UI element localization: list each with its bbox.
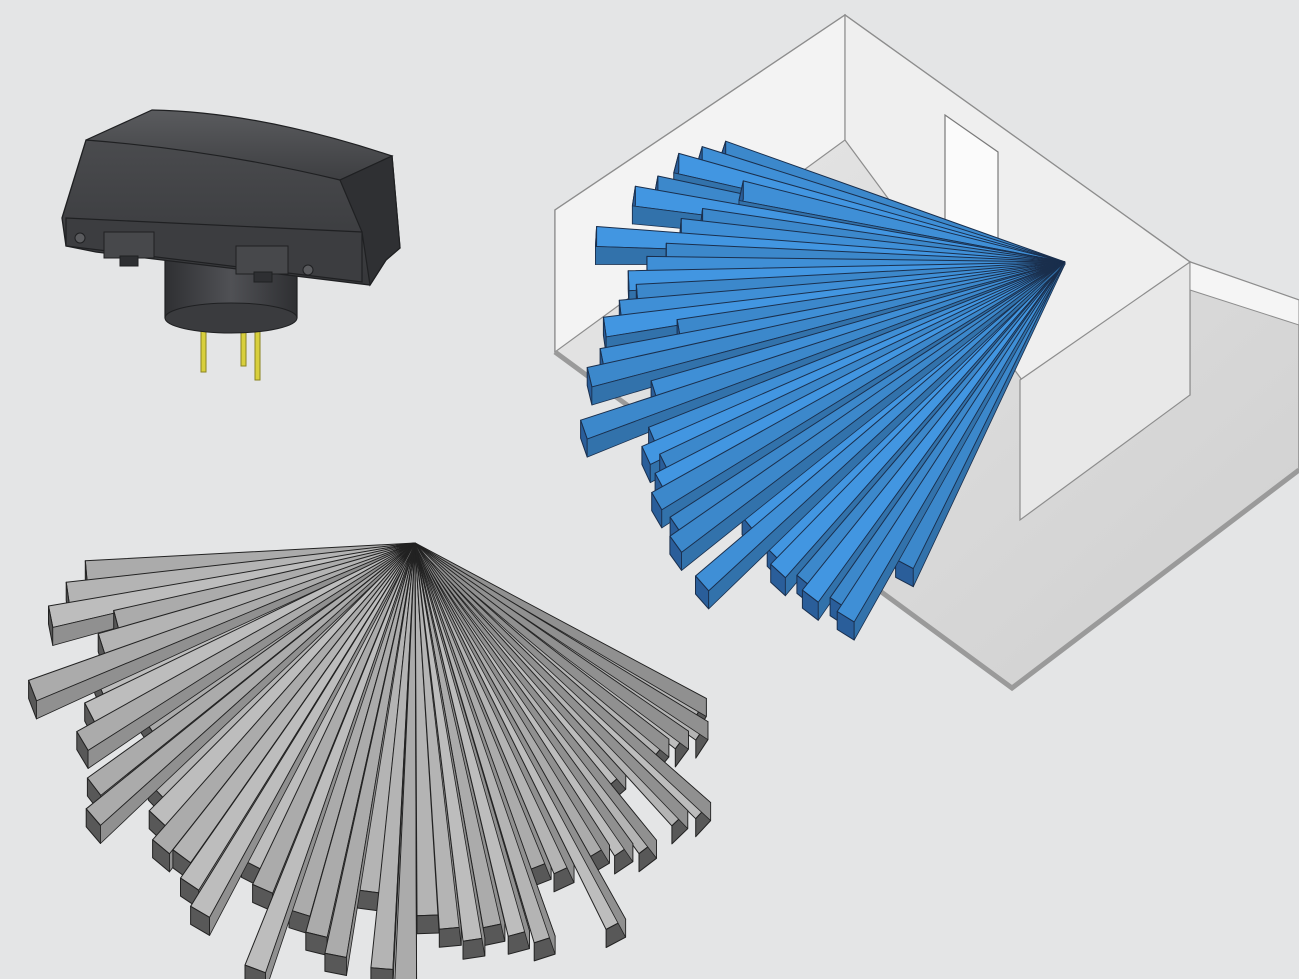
pir-motion-sensor-icon	[61, 109, 401, 381]
gray-beam-cap	[324, 952, 347, 976]
gray-beam-cap	[416, 914, 440, 935]
gray-beam-cap	[356, 889, 380, 912]
blue-beam-side	[853, 261, 1066, 641]
gray-beam-cap	[244, 964, 267, 979]
gray-beam-cap	[462, 937, 486, 960]
detection-beam-fan-icon	[28, 542, 712, 979]
gray-beam-cap	[370, 967, 394, 979]
room-beam-fan	[580, 140, 1066, 641]
room-partition-wall	[1019, 260, 1191, 522]
gray-beam-cap	[438, 926, 462, 948]
room-with-detection-beams-icon	[553, 13, 1299, 692]
gray-beam-side	[414, 542, 417, 979]
